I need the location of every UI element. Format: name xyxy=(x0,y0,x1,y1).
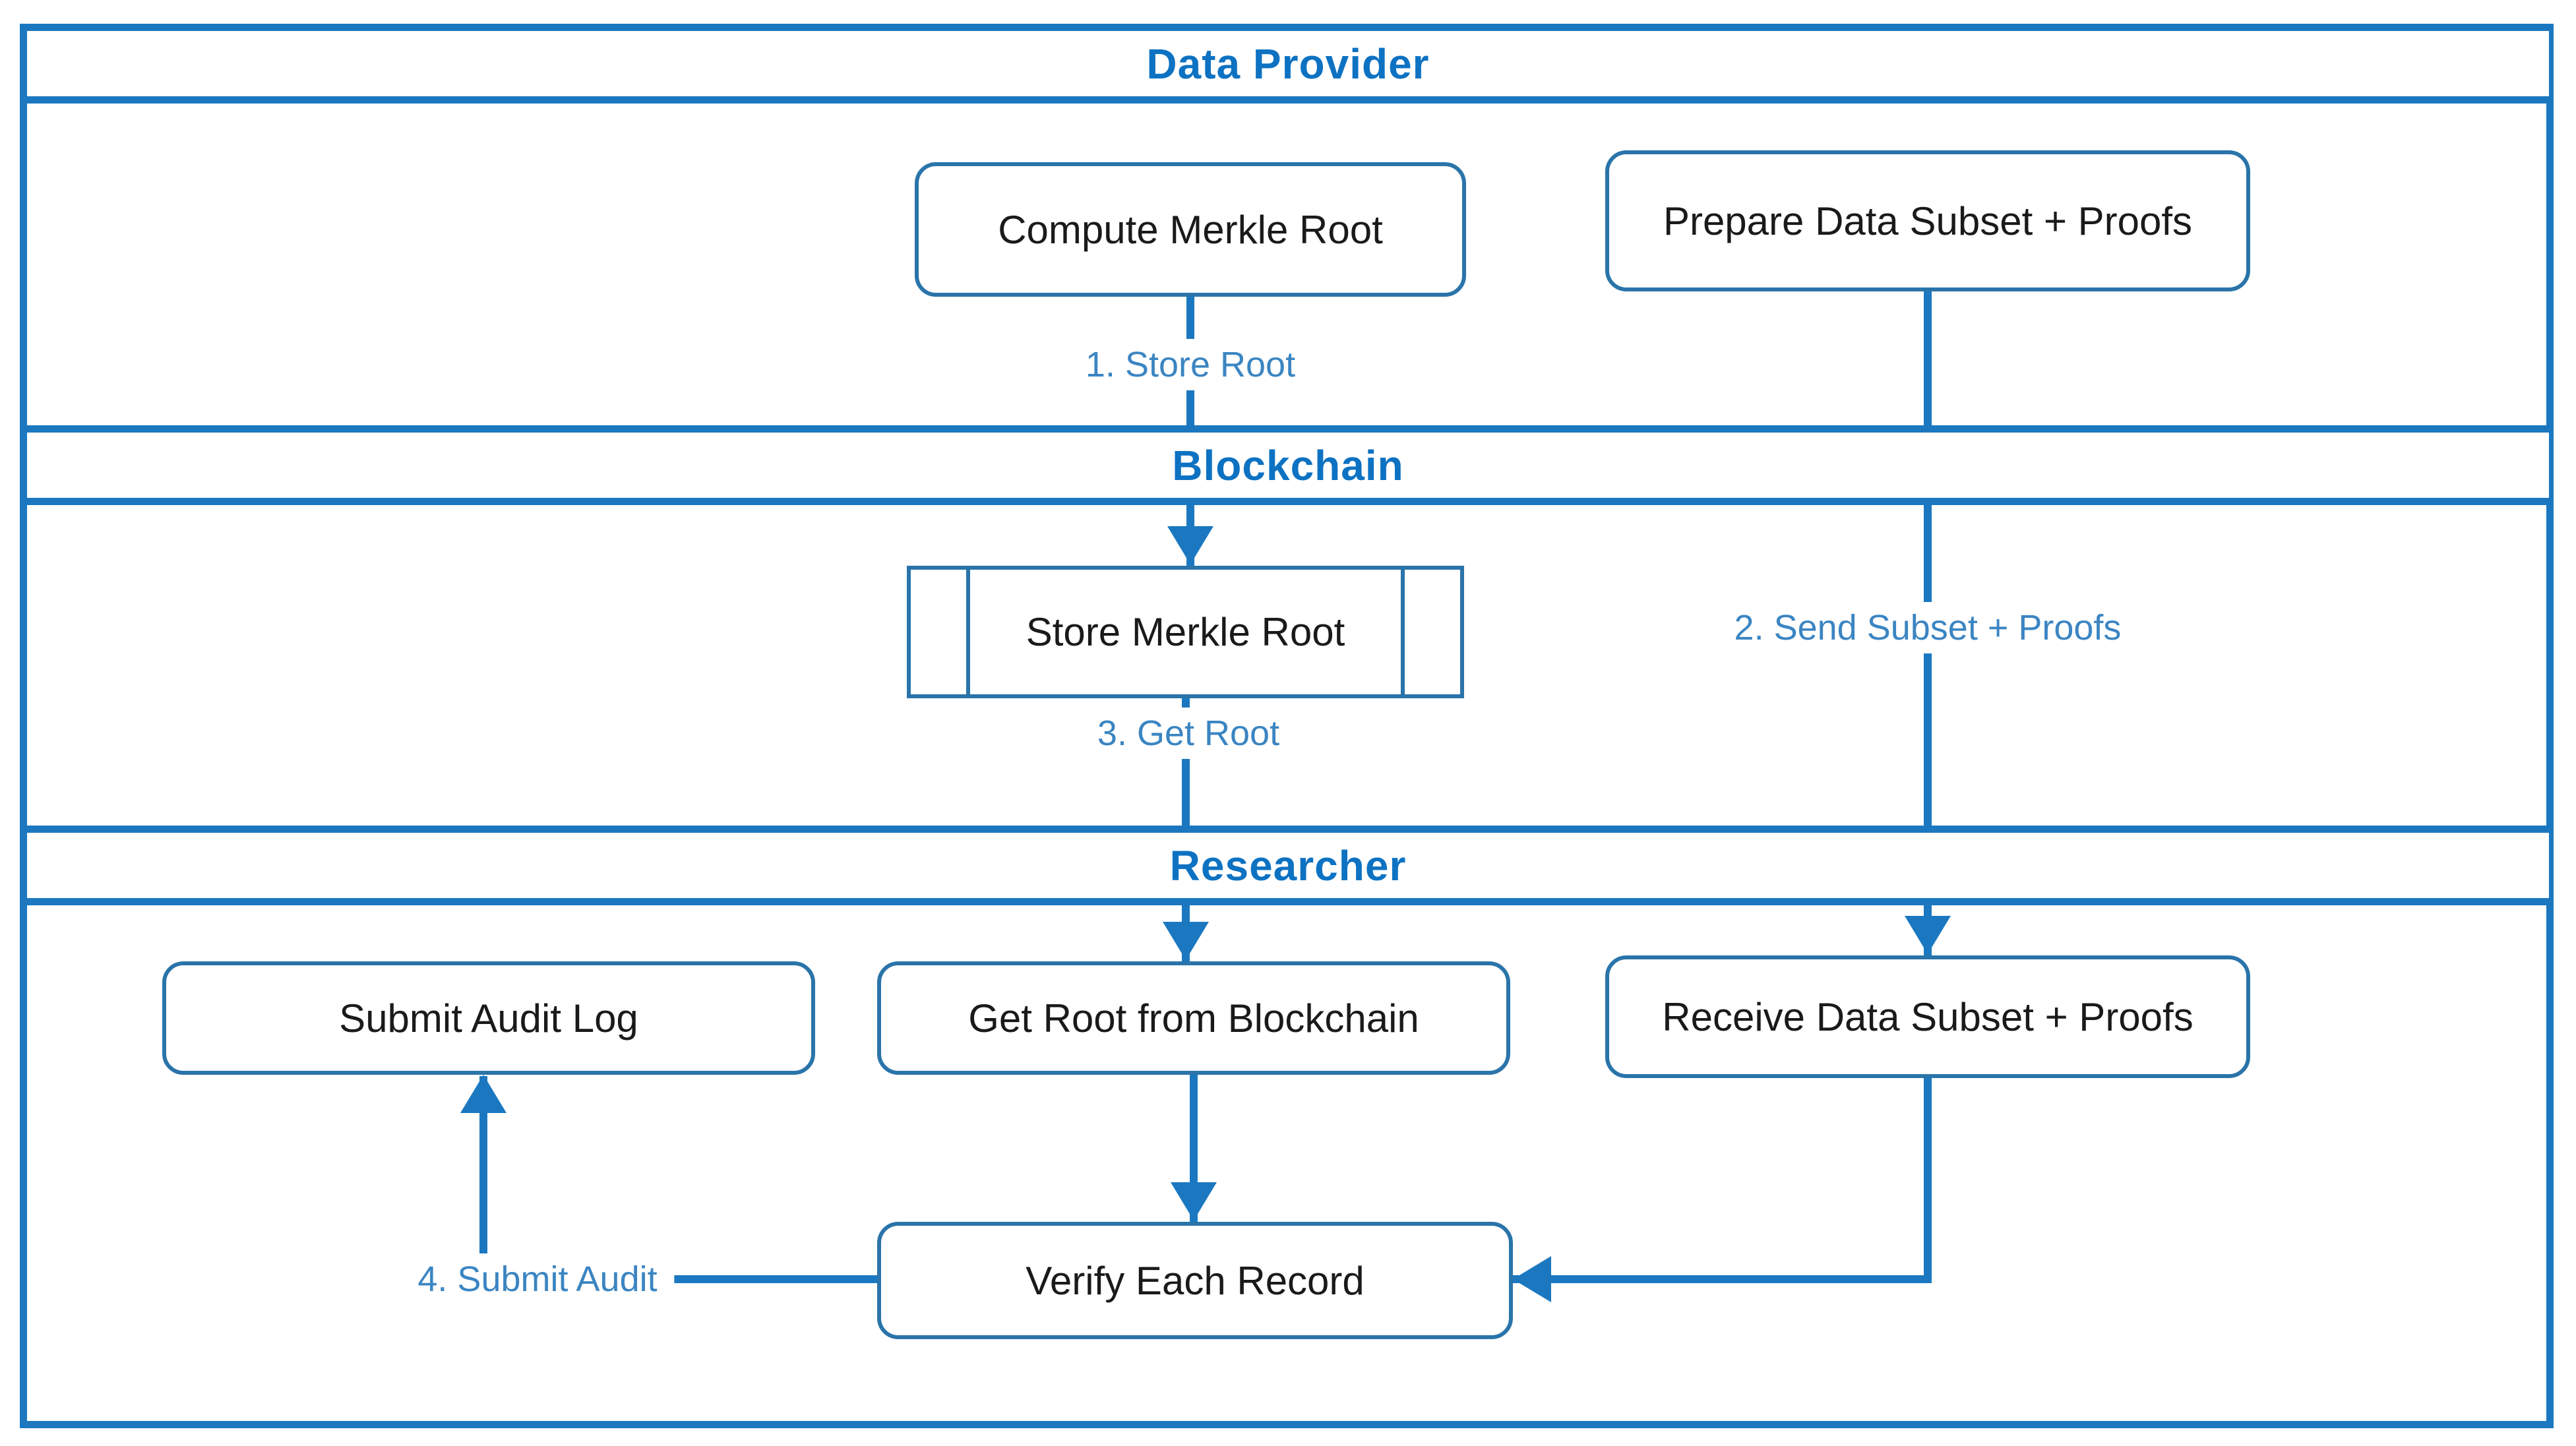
node-prepare-data-subset: Prepare Data Subset + Proofs xyxy=(1605,150,2250,291)
connector-receive-to-verify-vertical xyxy=(1924,1078,1932,1283)
lane-title-data-provider: Data Provider xyxy=(1146,40,1430,88)
node-compute-merkle-root: Compute Merkle Root xyxy=(915,162,1466,297)
subroutine-bar-right xyxy=(1401,566,1405,698)
lane-title-blockchain: Blockchain xyxy=(1172,441,1404,489)
lane-header-data-provider: Data Provider xyxy=(27,31,2549,104)
connector-receive-to-verify-horizontal xyxy=(1513,1275,1928,1283)
arrowhead-left-receive-to-verify-icon xyxy=(1513,1256,1551,1302)
arrowhead-up-submit-audit-icon xyxy=(460,1075,506,1113)
arrowhead-down-root-to-verify-icon xyxy=(1171,1182,1217,1220)
node-compute-merkle-root-label: Compute Merkle Root xyxy=(998,207,1383,252)
arrowhead-down-send-subset-icon xyxy=(1905,916,1951,954)
lane-header-blockchain: Blockchain xyxy=(27,425,2549,505)
edge-label-submit-audit: 4. Submit Audit xyxy=(400,1253,675,1305)
diagram-outer-border xyxy=(20,24,2554,1428)
subroutine-bar-left xyxy=(966,566,970,698)
arrowhead-down-store-root-icon xyxy=(1167,526,1213,564)
node-verify-each-record: Verify Each Record xyxy=(877,1222,1513,1339)
lane-title-researcher: Researcher xyxy=(1169,841,1407,889)
node-submit-audit-log-label: Submit Audit Log xyxy=(339,996,638,1040)
connector-submit-audit-vertical xyxy=(479,1076,487,1283)
edge-label-get-root: 3. Get Root xyxy=(1080,708,1297,759)
node-get-root-from-blockchain-label: Get Root from Blockchain xyxy=(968,996,1419,1040)
arrowhead-down-get-root-icon xyxy=(1163,922,1209,960)
node-verify-each-record-label: Verify Each Record xyxy=(1026,1258,1365,1303)
edge-label-send-subset: 2. Send Subset + Proofs xyxy=(1717,602,2139,653)
node-submit-audit-log: Submit Audit Log xyxy=(162,961,815,1075)
edge-label-store-root: 1. Store Root xyxy=(1068,339,1313,390)
node-store-merkle-root: Store Merkle Root xyxy=(907,566,1464,698)
node-store-merkle-root-label: Store Merkle Root xyxy=(1026,610,1345,654)
node-get-root-from-blockchain: Get Root from Blockchain xyxy=(877,961,1510,1075)
node-receive-data-subset-label: Receive Data Subset + Proofs xyxy=(1662,994,2193,1039)
node-receive-data-subset: Receive Data Subset + Proofs xyxy=(1605,955,2250,1078)
lane-header-researcher: Researcher xyxy=(27,826,2549,905)
node-prepare-data-subset-label: Prepare Data Subset + Proofs xyxy=(1663,198,2193,243)
